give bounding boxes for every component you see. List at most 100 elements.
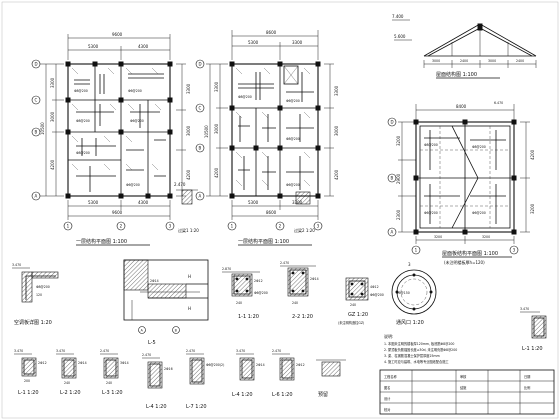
guoliang1-title: 过梁1 1:20 bbox=[178, 227, 199, 233]
l2-dim: 240 bbox=[64, 381, 70, 385]
tb-c8: 比例 bbox=[524, 385, 530, 390]
beam-l4b: 3.470 2Φ14 L-4 1:20 bbox=[232, 349, 265, 398]
plan1-axis-3-label: 3 bbox=[169, 224, 172, 229]
plan1-axis-3 bbox=[165, 221, 175, 231]
plan1-left-dimensions: 10500 3300 3000 4200 bbox=[40, 63, 64, 197]
roof-slab-rebar-1: Φ8@200 bbox=[424, 143, 438, 147]
l3-dim: 240 bbox=[106, 381, 112, 385]
l3-rebar: 3Φ14 bbox=[120, 361, 129, 365]
sec22-rebar: 2Φ14 bbox=[310, 277, 319, 281]
plan1-dim-r3: 4200 bbox=[186, 169, 191, 180]
plan1-dim-total-top: 9600 bbox=[112, 32, 123, 37]
plan1-bottom-dimensions: 5300 4300 9600 bbox=[67, 200, 171, 220]
l4b-rebar: 2Φ14 bbox=[256, 363, 265, 367]
l5-title: L-5 bbox=[148, 340, 156, 346]
plan2-right-dimensions: 3300 3000 4200 bbox=[324, 63, 339, 197]
vent-rebar: Φ6@150 bbox=[396, 291, 410, 295]
roof-axis-D: D bbox=[391, 120, 394, 125]
plan2-axis-D bbox=[195, 59, 205, 69]
tb-c3: 设计 bbox=[384, 396, 391, 401]
plan1-axis-1-label: 1 bbox=[67, 224, 70, 229]
l1-title: L-1 1:20 bbox=[18, 390, 39, 396]
tb-c2: 图名 bbox=[384, 385, 390, 390]
plan2-axis-C bbox=[195, 103, 205, 113]
beam-l6: 2.470 2Φ12 L-6 1:20 bbox=[272, 349, 305, 398]
l1-elev: 3.470 bbox=[14, 349, 23, 353]
plan2-axis-1 bbox=[227, 221, 237, 231]
yuliu-title: 预留 bbox=[318, 391, 328, 398]
plan2-dim-top-left: 3300 bbox=[214, 81, 219, 92]
sec11-title: 1-1 1:20 bbox=[238, 314, 259, 320]
beam-l3: 2.470 3Φ14 240 L-3 1:20 bbox=[100, 349, 129, 396]
plan1-axis-1 bbox=[63, 221, 73, 231]
l7-title: L-7 1:20 bbox=[186, 404, 207, 410]
roof-slab-dim-l2: 2900 bbox=[396, 173, 401, 184]
plan2-axis-A-label: A bbox=[199, 194, 202, 199]
beam-l1-right: 3.470 L-1 1:20 bbox=[520, 307, 547, 352]
plan1-dim-mid-left: 3000 bbox=[50, 111, 55, 122]
l4b-elev: 3.470 bbox=[236, 349, 245, 353]
vent-detail: 3 Φ6@150 通风口 1:20 bbox=[391, 262, 437, 326]
roof-axis-3: 3 bbox=[513, 248, 516, 253]
plan1-axis-A-label: A bbox=[35, 194, 38, 199]
tb-c4: 校对 bbox=[384, 407, 391, 412]
l6-rebar: 2Φ12 bbox=[296, 363, 305, 367]
roof-slab-title: 屋面板结构平面图 1:100 bbox=[442, 250, 498, 257]
plan1-dim-bot-total: 9600 bbox=[112, 210, 123, 215]
beam-l7: 2.470 Φ6@200(2) L-7 1:20 bbox=[186, 349, 224, 410]
gz-rebar-2: Φ6@200 bbox=[370, 293, 384, 297]
second-floor-structure-plan: 8600 5300 3300 10500 3300 3000 4200 3300… bbox=[174, 30, 339, 246]
guoliang-1-detail: 2.470 过梁1 1:20 bbox=[174, 182, 199, 233]
roof-struct-title: 屋面结构图 1:100 bbox=[436, 71, 477, 78]
plan2-stair-opening bbox=[283, 65, 299, 85]
ac-dim: 120 bbox=[36, 293, 42, 297]
l5-axis-a: A bbox=[141, 328, 144, 332]
plan2-dim-left-top: 5300 bbox=[248, 40, 259, 45]
title-block: 工程名称 图名 设计 校对 审核 结施 日期 比例 bbox=[379, 369, 555, 415]
plan1-rebar-label-3: Φ8@200 bbox=[76, 119, 90, 123]
plan1-rebar-label-4: Φ6@200 bbox=[130, 119, 144, 123]
gz-dim: 240 bbox=[350, 303, 356, 307]
roof-axis-B: B bbox=[391, 176, 394, 181]
plan1-dim-bot-right: 4300 bbox=[138, 200, 149, 205]
roof-slab-dim-top: 8400 bbox=[456, 104, 467, 109]
gz-note: (未注明构造柱GZ) bbox=[338, 320, 364, 325]
sec11-rebar-1: 2Φ12 bbox=[254, 279, 263, 283]
beam-l1: 3.470 2Φ12 200 L-1 1:20 bbox=[14, 349, 47, 396]
plan2-dim-total-top: 8600 bbox=[266, 30, 277, 35]
plan2-slab-rebar bbox=[235, 67, 314, 190]
notes-3: 3. 梁、柱钢筋混凝土保护层厚度25mm bbox=[384, 353, 440, 358]
plan2-dim-bot-total: 8600 bbox=[266, 210, 277, 215]
roof-truss-elevation: 7.400 5.600 3000 2400 3000 2400 屋面结构图 1:… bbox=[392, 14, 537, 79]
plan1-dim-top-left: 3300 bbox=[50, 77, 55, 88]
tb-c1: 工程名称 bbox=[384, 374, 398, 379]
plan2-rebar-label-1: Φ8@200 bbox=[238, 95, 252, 99]
guoliang-2-detail: 过梁2 1:20 bbox=[294, 191, 315, 233]
notes-title: 说明: bbox=[384, 333, 393, 339]
beam-l4: 2.470 2Φ16 L-4 1:20 bbox=[142, 353, 173, 410]
roof-slab-left-dims: 3200 2900 2300 bbox=[396, 121, 416, 233]
tb-c6: 结施 bbox=[460, 385, 467, 390]
roof-slab-dim-b2: 3200 bbox=[482, 235, 490, 239]
l2-title: L-2 1:20 bbox=[60, 390, 81, 396]
roof-axis-1: 1 bbox=[415, 248, 418, 253]
roof-slab-rebar-4: Φ6@200 bbox=[472, 211, 486, 215]
l5-beam-detail: H H 2Φ14 A B L-5 bbox=[123, 259, 209, 346]
notes-2: 2. 屋顶板负筋锚固长度≥30d, 未注明负筋Φ8@200 bbox=[384, 347, 457, 352]
gz-title: GZ 1:20 bbox=[348, 312, 368, 318]
section-1-1: 2.870 2Φ12 Φ6@200 240 1-1 1:20 bbox=[222, 267, 268, 320]
roof-slab-rebar-2: Φ8@200 bbox=[472, 145, 486, 149]
plan1-columns bbox=[65, 61, 173, 199]
plan1-axis-2 bbox=[116, 221, 126, 231]
plan1-slab-rebar bbox=[71, 67, 166, 192]
roof-slab-dim-r1: 4200 bbox=[530, 149, 535, 160]
roof-slab-note: (未注明楼板厚h=120) bbox=[444, 259, 485, 265]
plan1-dim-bot-left: 4200 bbox=[50, 159, 55, 170]
l2-rebar: 2Φ14 bbox=[78, 361, 87, 365]
roof-dim-a: 3000 bbox=[432, 59, 440, 63]
plan2-top-dimensions: 8600 5300 3300 bbox=[231, 30, 319, 60]
plan2-columns bbox=[229, 61, 321, 199]
roof-dim-c: 3000 bbox=[488, 59, 496, 63]
plan1-rebar-label-6: Φ6@200 bbox=[126, 183, 140, 187]
